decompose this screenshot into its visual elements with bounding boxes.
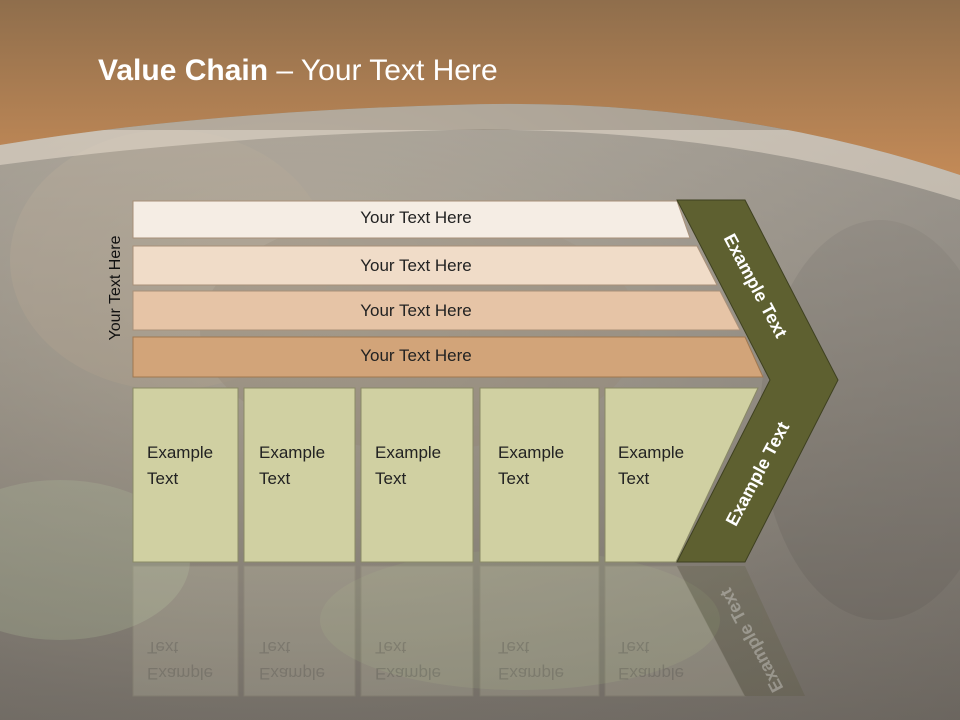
header-swoosh: [0, 103, 960, 200]
chevron-arrow: [676, 199, 839, 563]
box-5: [604, 387, 759, 563]
bar-4-label: Your Text Here: [360, 346, 472, 365]
bar-2-label: Your Text Here: [360, 256, 472, 275]
boxes-reflection: [132, 565, 805, 697]
bar-2: [132, 245, 718, 286]
bar-1-label: Your Text Here: [360, 208, 472, 227]
bar-3-label: Your Text Here: [360, 301, 472, 320]
box-4: [479, 387, 600, 563]
bar-3: [132, 290, 741, 331]
bar-4: [132, 336, 764, 378]
box-3: [360, 387, 474, 563]
box-2: [243, 387, 356, 563]
page-title: Value Chain – Your Text Here: [98, 54, 498, 87]
header-band: [0, 0, 960, 175]
bar-1: [132, 200, 691, 239]
box-1: [132, 387, 239, 563]
